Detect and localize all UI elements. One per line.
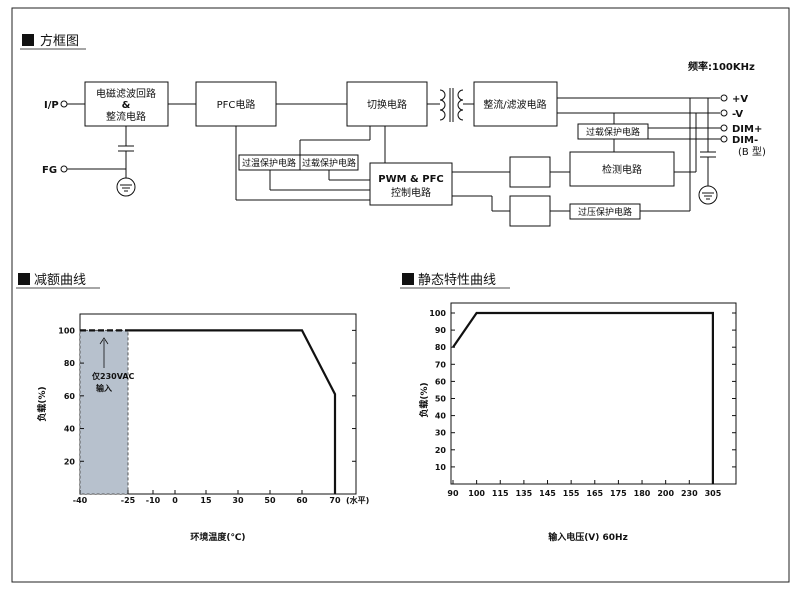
y-tick-label: 100 bbox=[58, 326, 75, 335]
output-terminal-icon bbox=[720, 94, 728, 102]
y-tick-label: 60 bbox=[435, 377, 447, 386]
derating-y-label: 负载(%) bbox=[36, 386, 48, 421]
switch-label: 切换电路 bbox=[367, 98, 407, 111]
x-tick-label: 15 bbox=[200, 496, 212, 505]
x-tick-label: 165 bbox=[586, 489, 603, 498]
y-tick-label: 80 bbox=[435, 343, 447, 352]
output-minus-label: -V bbox=[732, 109, 743, 120]
x-tick-label: -25 bbox=[121, 496, 136, 505]
x-tick-label: 60 bbox=[296, 496, 308, 505]
otp-label: 过温保护电路 bbox=[242, 157, 296, 169]
input-label: I/P bbox=[44, 100, 59, 111]
static-x-label: 输入电压(V) 60Hz bbox=[548, 531, 628, 543]
detect-label: 检测电路 bbox=[602, 163, 642, 176]
output-terminal-icon bbox=[720, 109, 728, 117]
x-tick-label: 70 bbox=[329, 496, 341, 505]
x-tick-label: 230 bbox=[681, 489, 698, 498]
output-overload-block bbox=[577, 123, 649, 140]
x-tick-label: -40 bbox=[73, 496, 88, 505]
optocoupler-icon bbox=[509, 156, 551, 188]
olp-label: 过载保护电路 bbox=[302, 157, 356, 169]
y-tick-label: 50 bbox=[435, 395, 447, 404]
rectifier-block bbox=[473, 81, 558, 127]
x-tick-label: 90 bbox=[447, 489, 459, 498]
y-tick-label: 20 bbox=[64, 457, 76, 466]
ground-icon bbox=[698, 185, 718, 205]
emi-label-1: 电磁滤波回路 bbox=[96, 87, 156, 100]
x-tick-label: 135 bbox=[516, 489, 533, 498]
x-tick-label: 155 bbox=[563, 489, 580, 498]
dim-terminal-icon bbox=[720, 124, 728, 132]
section-header-block-diagram: 方框图 bbox=[20, 33, 86, 50]
static-chart: 10 20 30 40 50 60 70 80 90 100 90 100 115 135 145 155 16… bbox=[418, 302, 737, 543]
page-frame bbox=[11, 7, 790, 583]
derating-annotation-line1: 仅230VAC bbox=[91, 371, 135, 381]
x-tick-label: 100 bbox=[468, 489, 485, 498]
section-title-static: 静态特性曲线 bbox=[418, 273, 496, 288]
x-tick-label: 50 bbox=[264, 496, 276, 505]
output-plus-label: +V bbox=[732, 94, 748, 105]
y-tick-label: 60 bbox=[64, 392, 76, 401]
optocoupler-icon bbox=[509, 195, 551, 227]
y-tick-label: 100 bbox=[429, 309, 446, 318]
derating-x-label: 环境温度(℃) bbox=[190, 531, 245, 543]
static-plot-area bbox=[450, 302, 737, 485]
pfc-block bbox=[195, 81, 277, 127]
input-terminal-icon bbox=[60, 100, 68, 108]
frequency-label: 频率:100KHz bbox=[688, 60, 755, 73]
y-tick-label: 30 bbox=[435, 429, 447, 438]
x-tick-label: 30 bbox=[232, 496, 244, 505]
pwm-label-2: 控制电路 bbox=[391, 186, 431, 199]
y-tick-label: 40 bbox=[435, 412, 447, 421]
pfc-label: PFC电路 bbox=[217, 98, 256, 111]
fg-label: FG bbox=[42, 165, 57, 176]
x-tick-label: 200 bbox=[657, 489, 674, 498]
emi-label-3: 整流电路 bbox=[106, 110, 146, 123]
dim-minus-label: DIM- bbox=[732, 135, 758, 146]
y-tick-label: 40 bbox=[64, 425, 76, 434]
y-tick-label: 20 bbox=[435, 446, 447, 455]
fg-terminal-icon bbox=[60, 165, 68, 173]
y-tick-label: 90 bbox=[435, 326, 447, 335]
detect-block bbox=[569, 151, 675, 187]
dim-terminal-icon bbox=[720, 135, 728, 143]
derating-series-line bbox=[128, 329, 337, 494]
x-tick-label: 145 bbox=[539, 489, 556, 498]
transformer-icon bbox=[439, 88, 464, 122]
rect-label: 整流/滤波电路 bbox=[483, 98, 546, 111]
x-tick-label: 115 bbox=[492, 489, 509, 498]
x-tick-label: 305 bbox=[705, 489, 722, 498]
x-tick-label: -10 bbox=[146, 496, 161, 505]
ground-icon bbox=[116, 177, 136, 197]
x-tick-label: 0 bbox=[172, 496, 178, 505]
block-diagram-labels: 频率:100KHz I/P FG 电磁滤波回路 & 整流电路 PFC电路 切换电… bbox=[42, 60, 766, 218]
static-series-line bbox=[452, 311, 714, 484]
y-tick-label: 10 bbox=[435, 463, 447, 472]
x-tick-label: 180 bbox=[634, 489, 651, 498]
dim-plus-label: DIM+ bbox=[732, 124, 762, 135]
section-title-block-diagram: 方框图 bbox=[40, 33, 79, 49]
derating-annotation-line2: 输入 bbox=[96, 383, 112, 393]
emi-label-2: & bbox=[122, 100, 131, 111]
arrow-head-icon bbox=[99, 337, 109, 345]
output-overload-label: 过载保护电路 bbox=[586, 126, 640, 138]
section-header-static: 静态特性曲线 bbox=[400, 273, 510, 289]
section-title-derating: 减额曲线 bbox=[34, 273, 86, 288]
pwm-control-block bbox=[369, 162, 453, 206]
y-tick-label: 70 bbox=[435, 360, 447, 369]
y-tick-label: 80 bbox=[64, 359, 76, 368]
section-header-derating: 减额曲线 bbox=[16, 273, 100, 289]
x-tick-label: 175 bbox=[610, 489, 627, 498]
derating-x-unit: (水平) bbox=[346, 495, 369, 505]
ovp-label: 过压保护电路 bbox=[578, 206, 632, 218]
b-type-label: (B 型) bbox=[738, 145, 766, 158]
pwm-label-1: PWM & PFC bbox=[378, 174, 444, 185]
static-y-label: 负载(%) bbox=[418, 382, 430, 417]
block-diagram bbox=[60, 81, 728, 227]
